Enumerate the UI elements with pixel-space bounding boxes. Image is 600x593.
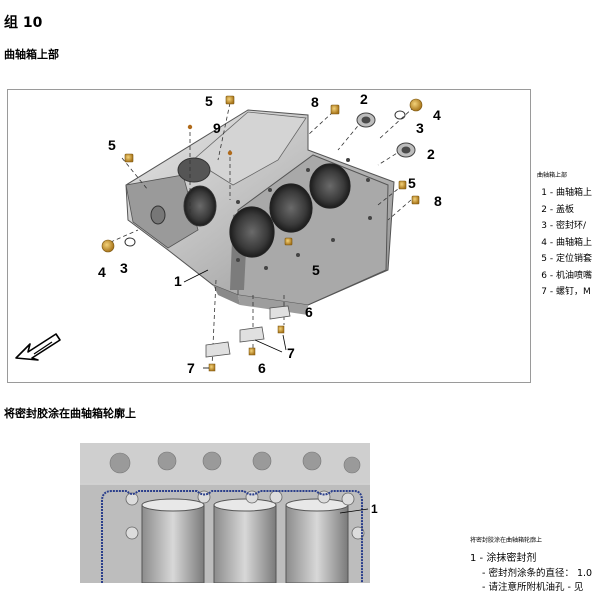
legend-item: 3 - 密封环/ — [541, 221, 587, 231]
section-title-sealant: 将密封胶涂在曲轴箱轮廓上 — [4, 407, 136, 420]
assembly-lines — [103, 102, 415, 368]
callout-6: 6 — [258, 360, 266, 376]
callout-2: 2 — [427, 146, 435, 162]
sealant-figure: 1 — [72, 443, 378, 584]
legend-item: 5 - 定位销套 — [541, 254, 592, 264]
callout-8: 8 — [434, 193, 442, 209]
callout-3: 3 — [416, 120, 424, 136]
parts-legend: 曲轴箱上部 1 - 曲轴箱上 2 - 盖板 3 - 密封环/ 4 - 曲轴箱上 … — [537, 170, 600, 301]
callout-3: 3 — [120, 260, 128, 276]
legend-heading: 将密封胶涂在曲轴箱轮廓上 — [470, 537, 543, 544]
legend-subitem: - 密封剂涂条的直径： 1.0 — [482, 568, 593, 579]
legend-subitem: - 请注意所附机油孔 - 见 — [482, 582, 584, 593]
legend-item: 7 - 螺钉，M — [541, 287, 591, 297]
callout-6: 6 — [305, 304, 313, 320]
callout-2: 2 — [360, 91, 368, 107]
leader-lines — [183, 269, 287, 369]
callout-7: 7 — [287, 345, 295, 361]
legend-item: 4 - 曲轴箱上 — [541, 237, 592, 248]
legend-heading: 曲轴箱上部 — [537, 172, 568, 179]
callout-1: 1 — [371, 502, 378, 516]
callout-5: 5 — [205, 93, 213, 109]
exploded-view-illustration: 5 8 2 4 9 3 5 2 5 8 4 3 1 5 6 7 7 6 — [15, 91, 442, 376]
callout-4: 4 — [433, 107, 441, 123]
legend-item: 1 - 曲轴箱上 — [541, 188, 592, 198]
legend-item: 1 - 涂抹密封剂 — [470, 553, 537, 564]
sealant-bead-line — [101, 490, 363, 583]
sealant-legend: 将密封胶涂在曲轴箱轮廓上 1 - 涂抹密封剂 - 密封剂涂条的直径： 1.0 -… — [470, 535, 600, 593]
group-title: 组 10 — [4, 15, 43, 31]
callout-1: 1 — [174, 273, 182, 289]
callout-5: 5 — [312, 262, 320, 278]
crankcase-block — [125, 109, 395, 315]
exploded-view-figure: 5 8 2 4 9 3 5 2 5 8 4 3 1 5 6 7 7 6 — [7, 89, 531, 383]
fasteners — [101, 95, 423, 372]
legend-item: 2 - 盖板 — [541, 204, 574, 215]
callout-5: 5 — [108, 137, 116, 153]
callout-9: 9 — [213, 120, 221, 136]
sealant-illustration: 1 — [80, 443, 378, 584]
callout-4: 4 — [98, 264, 106, 280]
legend-item: 6 - 机油喷嘴 — [541, 270, 592, 281]
section-title-crankcase-upper: 曲轴箱上部 — [4, 48, 59, 61]
callout-7: 7 — [187, 360, 195, 376]
callout-8: 8 — [311, 94, 319, 110]
orientation-arrow-icon — [15, 333, 61, 361]
callout-5: 5 — [408, 175, 416, 191]
